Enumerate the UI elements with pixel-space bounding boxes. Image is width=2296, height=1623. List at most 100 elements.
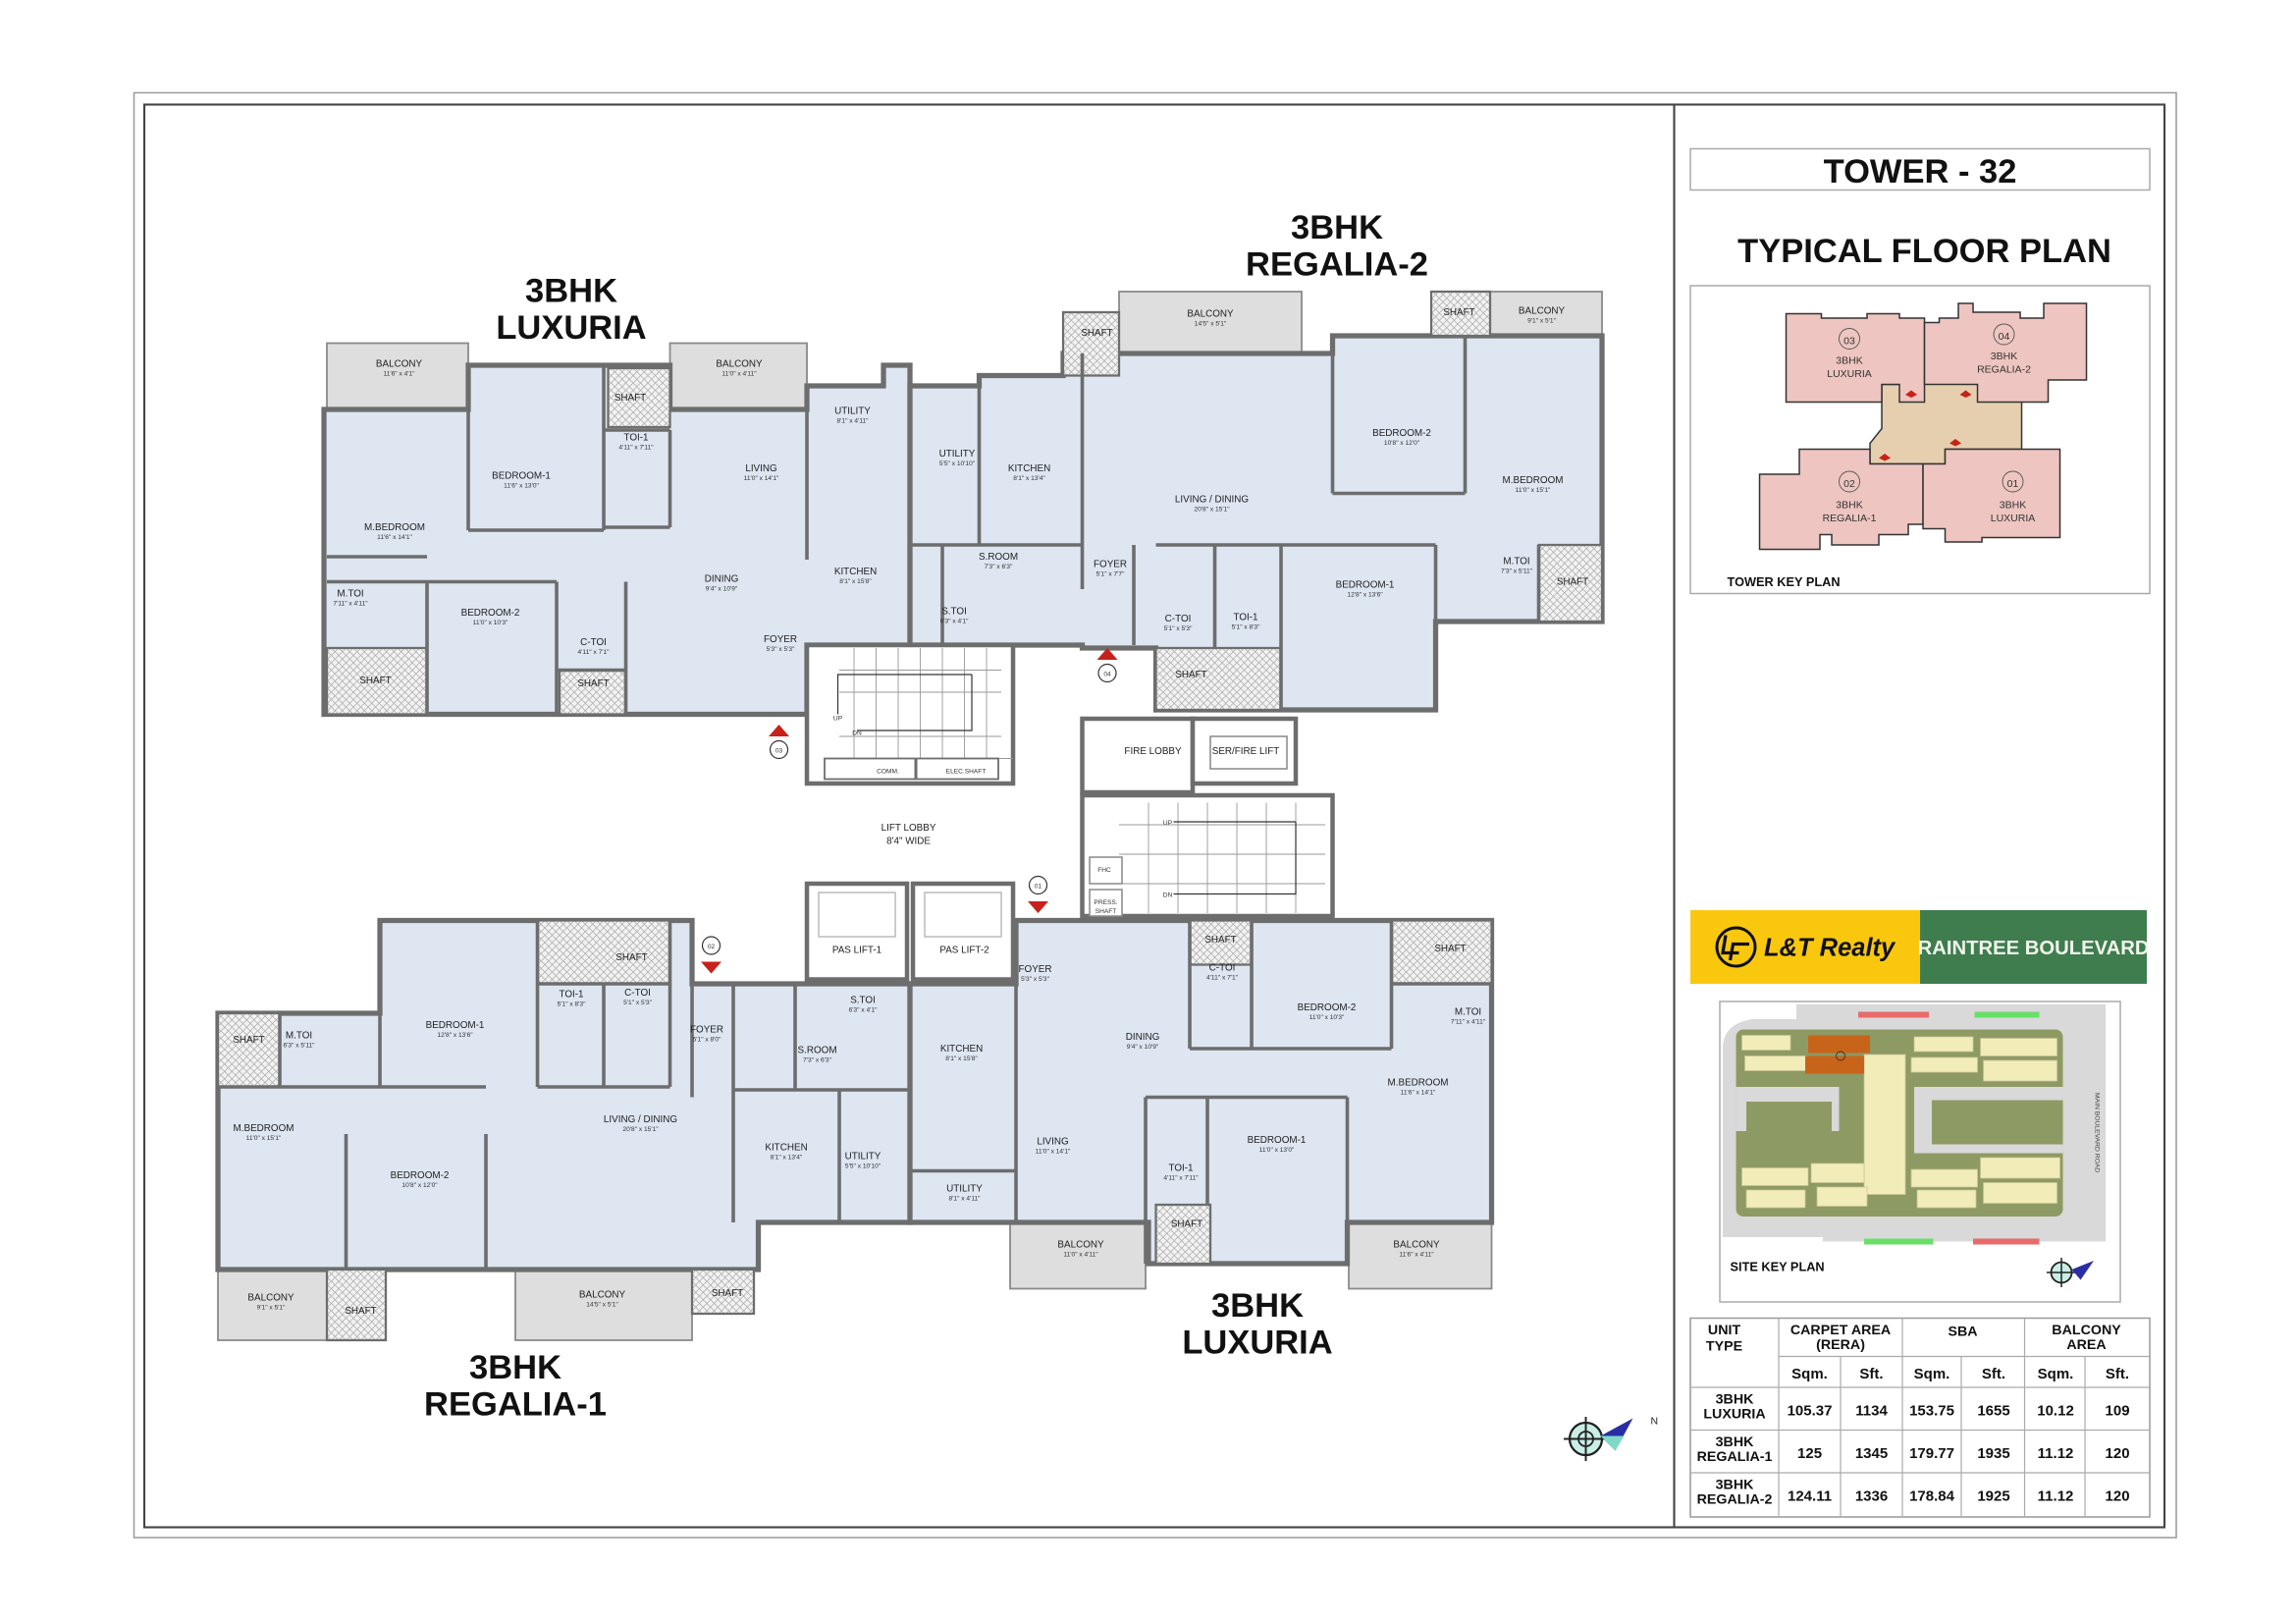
- room-dimension: 11'0" x 4'11": [1063, 1252, 1098, 1259]
- table-cell: 1655: [1977, 1403, 2009, 1420]
- press-shaft-label: SHAFT: [1095, 908, 1117, 915]
- site-key-plan-label: SITE KEY PLAN: [1731, 1260, 1825, 1274]
- room-dimension: 5'1" x 5'3": [1164, 625, 1193, 632]
- room-name: FOYER: [1094, 560, 1127, 570]
- room-dimension: 8'1" x 4'11": [837, 418, 870, 425]
- room-name: SHAFT: [1434, 944, 1466, 954]
- room-name: FOYER: [690, 1025, 723, 1036]
- brand-name: L&T Realty: [1764, 935, 1896, 962]
- room-name: BEDROOM-2: [1372, 428, 1431, 439]
- table-cell: 178.84: [1909, 1488, 1955, 1505]
- room-name: C-TOI: [1165, 614, 1192, 624]
- room-name: SHAFT: [359, 676, 391, 686]
- room-name: BEDROOM-2: [391, 1170, 450, 1181]
- room-name: BEDROOM-1: [426, 1020, 485, 1031]
- room-dimension: 4'11" x 7'11": [1163, 1175, 1199, 1182]
- key-plan-unit-type: 3BHK: [2000, 500, 2026, 512]
- room-dimension: 12'8" x 13'6": [1347, 592, 1383, 599]
- entrance-number: 03: [775, 748, 783, 755]
- room-dimension: 11'0" x 14'1": [744, 475, 779, 482]
- room-name: UTILITY: [946, 1184, 983, 1195]
- table-subheader: Sqm.: [2038, 1366, 2074, 1382]
- room-dimension: 11'0" x 10'3": [1309, 1014, 1345, 1021]
- room-name: BEDROOM-1: [492, 471, 551, 482]
- room-name: M.TOI: [1503, 557, 1529, 568]
- room-dimension: 7'3" x 6'3": [985, 564, 1013, 570]
- brand-banner: [1690, 910, 1921, 984]
- table-subheader: Sft.: [1982, 1366, 2005, 1382]
- key-plan-unit-type: 3BHK: [1991, 351, 2017, 362]
- fhc-label: FHC: [1097, 867, 1111, 874]
- entrance-number: 02: [708, 944, 716, 950]
- table-header-unit-type: UNIT: [1708, 1323, 1741, 1338]
- area-table: [1689, 1317, 2151, 1518]
- room-dimension: 9'4" x 10'9": [1127, 1044, 1159, 1051]
- room-dimension: 9'1" x 5'1": [1527, 318, 1556, 325]
- core: [701, 642, 1335, 982]
- table-header-carpet-area: (RERA): [1816, 1337, 1865, 1353]
- key-plan-unit-circle: [1993, 323, 2015, 346]
- table-cell: 179.77: [1909, 1445, 1954, 1462]
- table-subheader: Sft.: [2106, 1366, 2129, 1382]
- lift-lobby-width: 8'4" WIDE: [886, 837, 931, 847]
- room-dimension: 6'3" x 4'1": [849, 1007, 878, 1014]
- elec-shaft-label: ELEC.SHAFT: [946, 769, 987, 776]
- room-name: BALCONY: [579, 1290, 626, 1301]
- room-name: SHAFT: [577, 678, 609, 689]
- table-row-unit-type: LUXURIA: [1703, 1407, 1765, 1423]
- room-name: BALCONY: [1519, 306, 1566, 317]
- room-name: C-TOI: [624, 988, 651, 999]
- room-dimension: 6'3" x 5'11": [284, 1043, 316, 1050]
- room-dimension: 5'1" x 8'3": [1232, 624, 1260, 631]
- room-name: LIVING: [1037, 1137, 1068, 1148]
- room-dimension: 6'3" x 4'1": [940, 619, 969, 625]
- table-subheader: Sqm.: [1791, 1366, 1828, 1382]
- outer-frame: [133, 91, 2177, 1539]
- room-name: TOI-1: [1233, 613, 1258, 623]
- table-subheader: Sft.: [1859, 1366, 1883, 1382]
- room-name: FOYER: [1019, 964, 1052, 975]
- room-name: C-TOI: [1209, 963, 1236, 974]
- room-name: TOI-1: [559, 990, 584, 1001]
- room-dimension: 11'6" x 13'0": [504, 483, 539, 490]
- press-shaft-label: PRESS.: [1094, 899, 1117, 906]
- service-lift-label: SER/FIRE LIFT: [1212, 746, 1280, 757]
- stair-up-label: UP: [833, 716, 843, 723]
- room-name: M.TOI: [337, 589, 363, 600]
- tower-title: TOWER - 32: [1824, 153, 2017, 190]
- room-dimension: 11'6" x 4'11": [1399, 1252, 1434, 1259]
- room-name: BALCONY: [1393, 1240, 1440, 1251]
- room-name: BALCONY: [247, 1293, 294, 1304]
- room-dimension: 8'1" x 15'8": [839, 578, 872, 585]
- unit-02-shapes: [215, 917, 913, 1342]
- key-plan-unit-number: 04: [1999, 331, 2010, 343]
- table-row-unit-type: 3BHK: [1716, 1434, 1755, 1450]
- room-name: SHAFT: [1171, 1219, 1202, 1230]
- room-dimension: 14'5" x 5'1": [586, 1302, 618, 1309]
- stair-down-label: DN: [852, 730, 862, 737]
- room-dimension: 11'0" x 14'1": [1036, 1149, 1071, 1156]
- room-name: SHAFT: [1204, 935, 1236, 946]
- room-dimension: 9'4" x 10'9": [706, 586, 738, 593]
- table-header-balcony-area: BALCONY: [2052, 1323, 2121, 1338]
- room-dimension: 9'1" x 5'1": [257, 1305, 286, 1312]
- key-plan-unit-circle: [1839, 328, 1860, 350]
- table-cell: 10.12: [2037, 1403, 2074, 1420]
- passenger-lift-2-label: PAS LIFT-2: [939, 946, 988, 956]
- lt-logo-icon: [1715, 926, 1757, 968]
- room-dimension: 12'8" x 13'6": [437, 1032, 473, 1039]
- room-name: TOI-1: [623, 433, 649, 444]
- room-name: BALCONY: [716, 359, 763, 370]
- room-name: S.TOI: [850, 996, 876, 1006]
- room-dimension: 11'6" x 14'1": [377, 534, 412, 541]
- unit-01-shapes: [907, 917, 1495, 1290]
- room-dimension: 8'1" x 13'4": [1013, 475, 1045, 482]
- table-cell: 11.12: [2038, 1488, 2074, 1505]
- tower-title-box: [1689, 147, 2151, 191]
- room-name: UTILITY: [834, 406, 871, 417]
- key-plan-unit-number: 03: [1843, 335, 1855, 347]
- table-cell: 105.37: [1788, 1403, 1833, 1420]
- room-dimension: 8'1" x 15'8": [945, 1055, 978, 1062]
